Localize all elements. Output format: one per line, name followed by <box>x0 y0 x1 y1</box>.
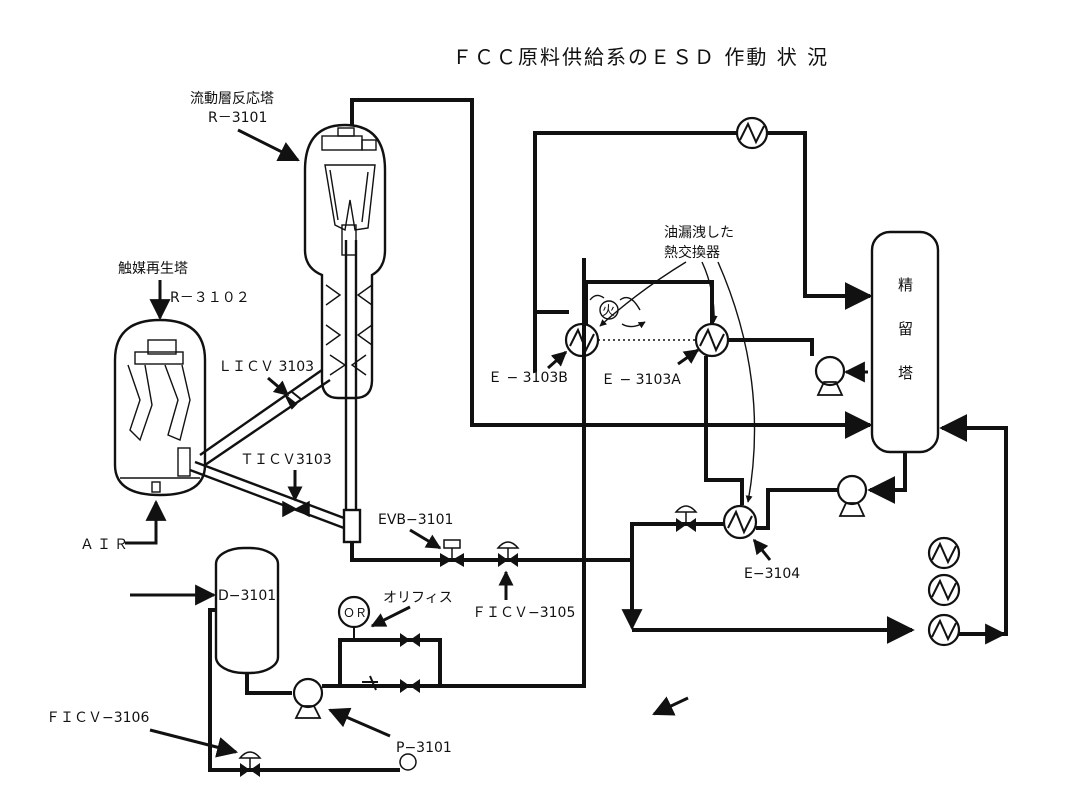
bypass-actuator-icon <box>674 505 698 525</box>
fractionator-char-2: 留 <box>898 320 913 338</box>
cooler-icon-3 <box>927 613 961 647</box>
fractionator-char-3: 塔 <box>898 364 913 382</box>
recycle-end-icon <box>399 753 417 771</box>
top-loop-right <box>767 131 873 310</box>
evb-label: EVB−3101 <box>378 512 453 528</box>
reactor-name-label: 流動層反応塔 <box>190 91 274 107</box>
e3103-feed-line <box>533 310 569 372</box>
regen-tag-label: R－３１０２ <box>170 290 250 306</box>
top-loop-left <box>533 131 737 372</box>
e3103b-pointer <box>547 350 568 370</box>
leak-callout-arrow-1 <box>599 261 687 327</box>
recycle-line <box>208 608 400 772</box>
regen-name-label: 触媒再生塔 <box>118 261 188 277</box>
leak-callout-arrow-2 <box>701 261 718 323</box>
e3104-left-line <box>630 522 724 610</box>
orifice-pointer <box>370 605 411 628</box>
e3103b-label: Ｅ − 3103B <box>488 370 568 386</box>
licv-transfer-line <box>199 369 331 466</box>
ticv-transfer-line <box>189 460 345 530</box>
drum-label: D−3101 <box>218 588 276 604</box>
cooler-icon-2 <box>927 573 961 607</box>
regenerator-r3102 <box>113 318 207 497</box>
reactor-overhead-line <box>350 98 873 439</box>
bypass-gate-valve-icon <box>400 679 420 693</box>
licv-valve-icon <box>285 391 303 410</box>
bottoms-line <box>867 452 907 504</box>
ficv3105-valve-icon <box>496 541 520 567</box>
check-valve-icon <box>362 675 378 691</box>
air-line <box>125 499 167 545</box>
leak-callout-arrow-3 <box>717 261 756 503</box>
ficv3106-label: ＦＩＣＶ−3106 <box>46 710 149 726</box>
e3103a-pointer <box>677 348 700 366</box>
reactor-tag-label: R－3101 <box>208 110 267 126</box>
e3103a-to-e3104-line <box>704 356 744 505</box>
drum-to-pump-line <box>245 673 292 695</box>
pump-discharge-line <box>322 638 484 688</box>
ticv-label: ＴＩＣＶ3103 <box>240 452 332 468</box>
e3103a-outlet-line <box>728 338 814 356</box>
orifice-meter: ＯＲ <box>337 595 371 640</box>
bottoms-pump-icon <box>836 474 868 517</box>
leak-callout-line2: 熱交換器 <box>664 244 720 261</box>
feed-line <box>350 258 586 562</box>
pump-pointer <box>328 707 391 738</box>
air-label: ＡＩＲ <box>80 537 131 553</box>
e3104-label: E−3104 <box>744 566 800 582</box>
ticv-valve-icon <box>282 500 310 518</box>
reactor-pointer-arrow <box>237 128 300 162</box>
ficv3106-valve-icon <box>238 751 262 777</box>
licv-pointer <box>267 376 290 397</box>
evb-pointer <box>409 528 442 550</box>
feed-pump-icon <box>292 677 324 719</box>
riser-pipe <box>342 240 362 544</box>
drum-d3101 <box>214 546 280 675</box>
heat-exchanger-icon <box>735 116 769 150</box>
cooler-icon-1 <box>927 536 961 570</box>
ficv3105-label: ＦＩＣＶ−3105 <box>472 605 575 621</box>
ficv3106-pointer <box>149 728 239 758</box>
bottoms-to-e3104 <box>756 488 838 530</box>
diagram-title: ＦＣＣ原料供給系のＥＳＤ 作動 状 況 <box>452 45 829 69</box>
orifice-label: オリフィス <box>383 590 453 606</box>
leak-callout-line1: 油漏洩した <box>664 225 734 241</box>
pump-to-feed-line <box>484 560 586 688</box>
orifice-valve-icon <box>400 633 420 647</box>
e3103a-exchanger-icon <box>694 322 730 358</box>
e3103a-label: Ｅ − 3103A <box>601 372 681 388</box>
fractionator-char-1: 精 <box>898 276 913 294</box>
pump-icon <box>814 355 846 396</box>
orifice-symbol: ＯＲ <box>343 606 367 620</box>
stray-arrow <box>652 696 689 716</box>
return-line <box>939 414 1008 636</box>
e3104-exchanger-icon <box>722 504 758 540</box>
e3104-pointer <box>752 538 772 561</box>
cooler-stack <box>927 536 961 647</box>
fire-label: 火 <box>602 304 615 319</box>
pump-label: P−3101 <box>396 740 452 756</box>
licv-label: ＬＩＣＶ 3103 <box>218 359 314 375</box>
fractionator-column <box>870 230 940 454</box>
evb-valve-icon <box>440 539 464 567</box>
